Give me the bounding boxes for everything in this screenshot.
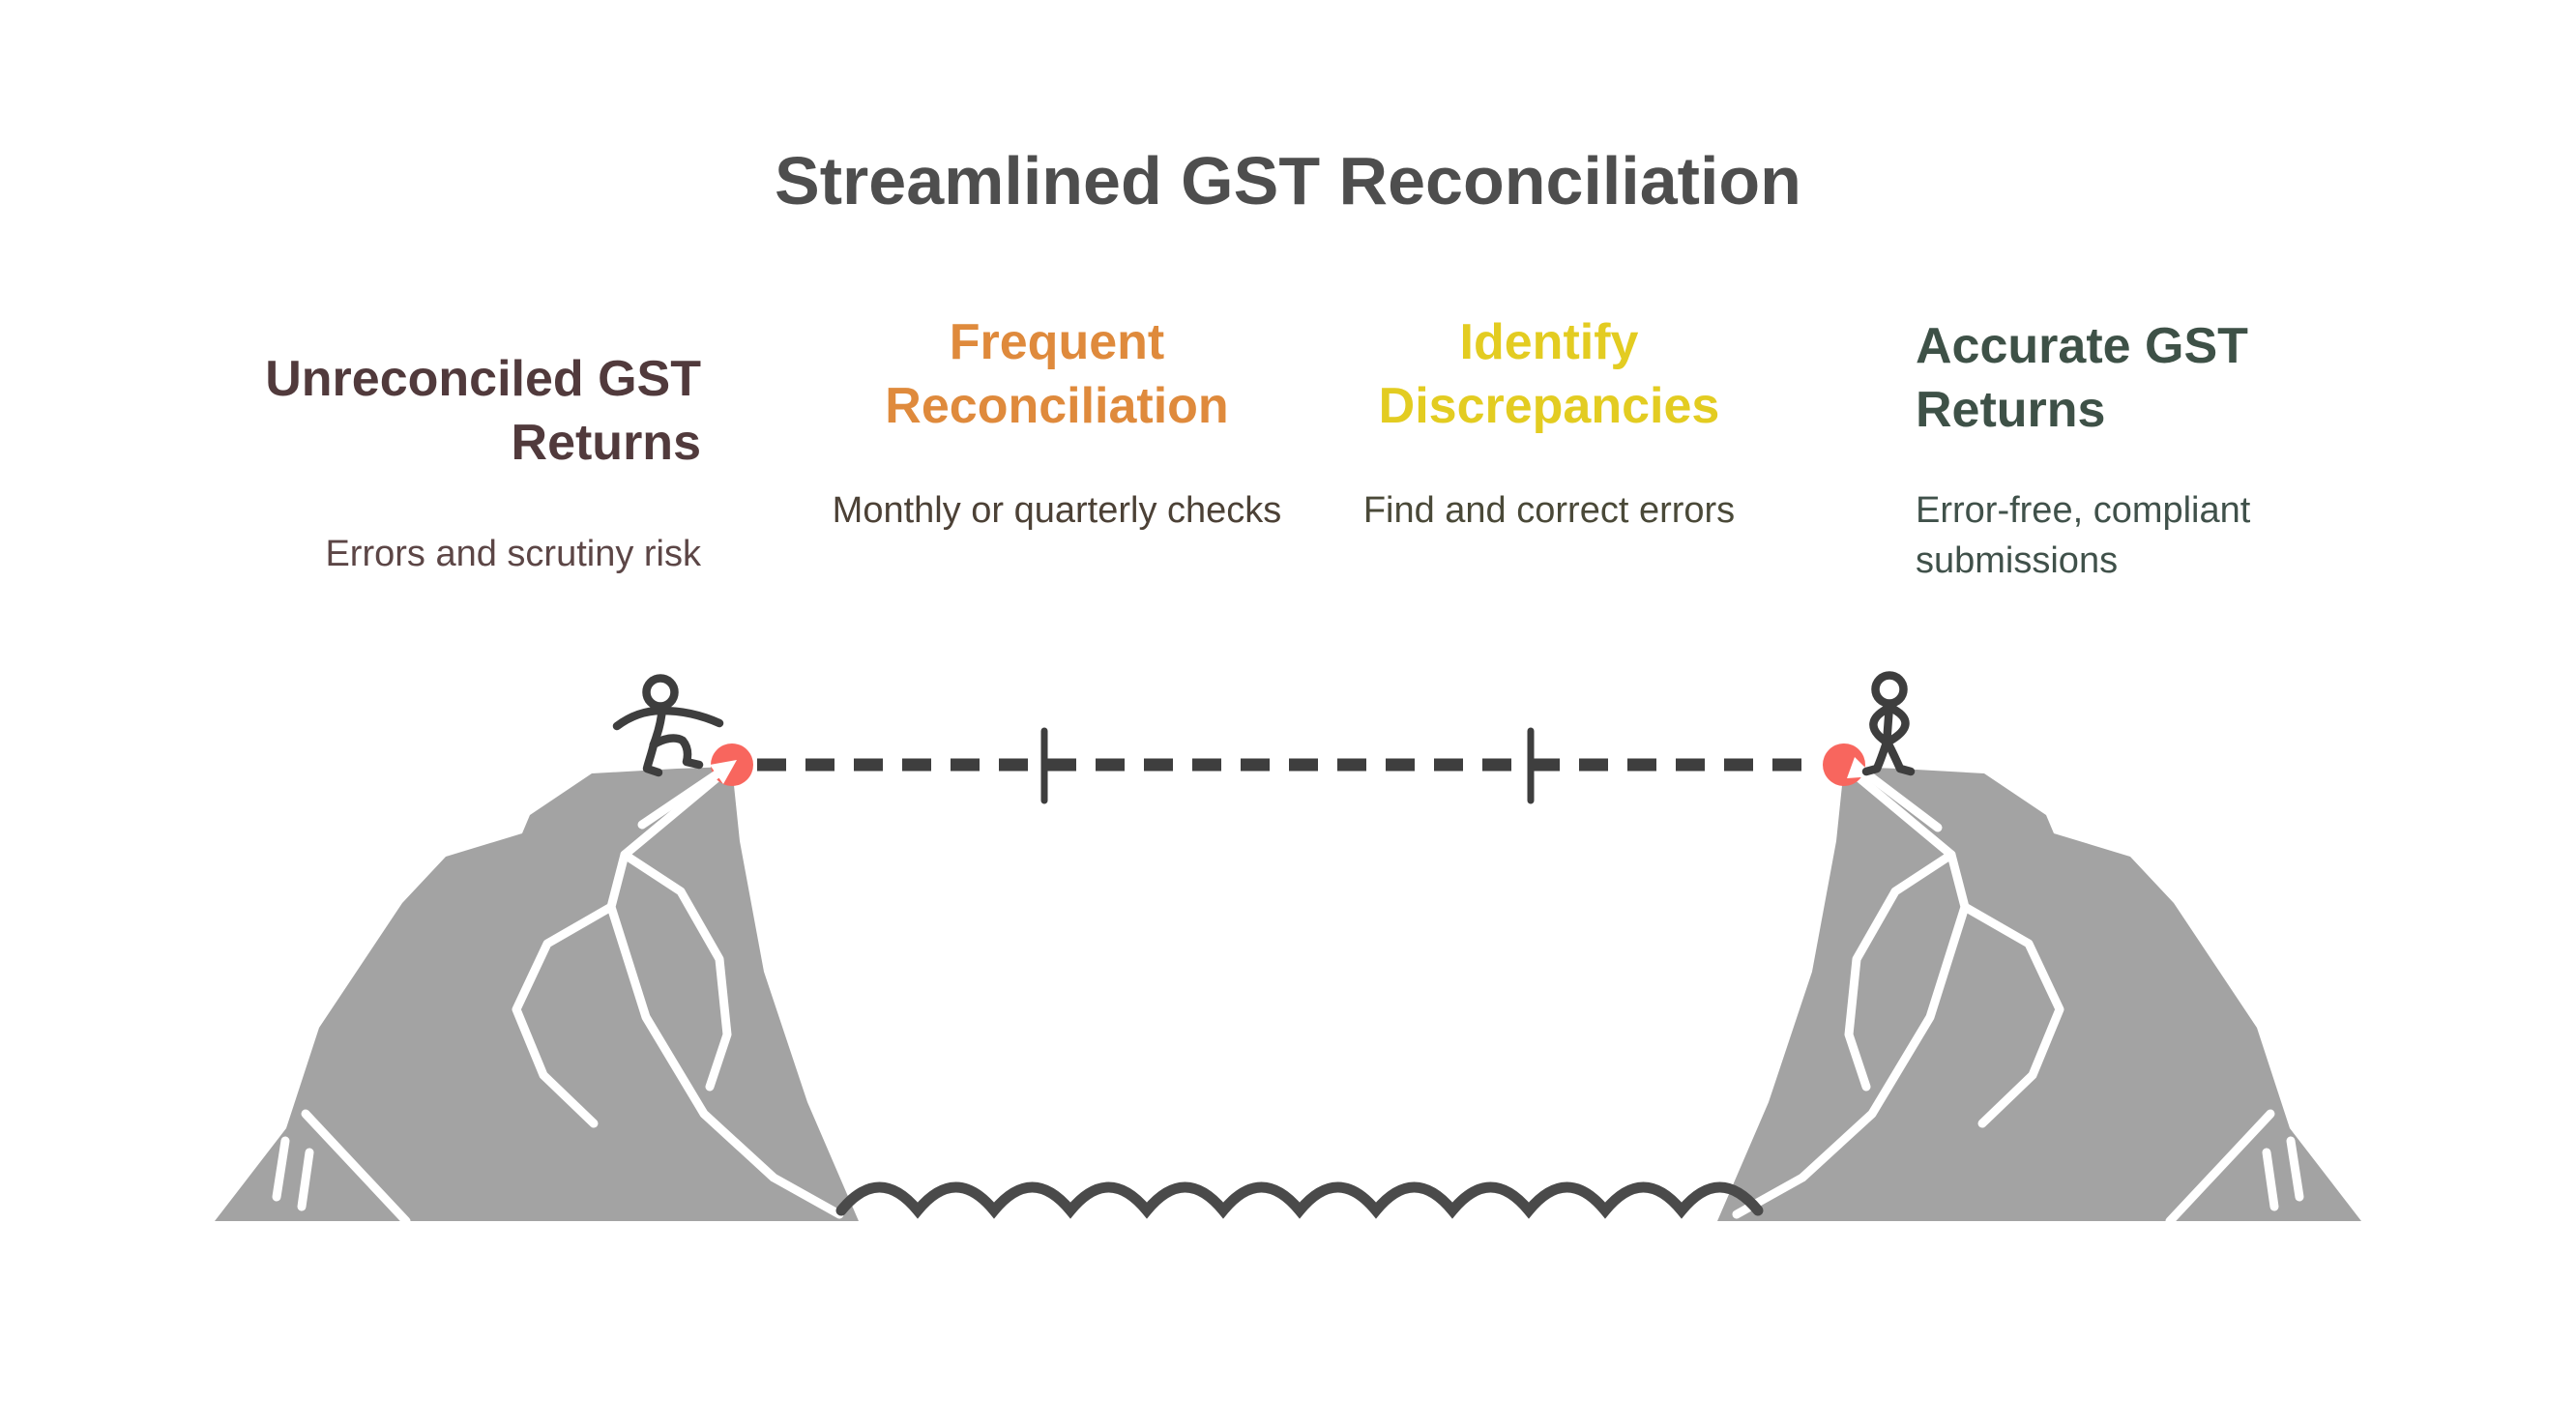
walking-stick-figure-icon [612,674,724,777]
stage-heading: Accurate GST Returns [1916,318,2248,438]
arrow-northeast-icon [637,770,721,830]
left-cliff [215,767,859,1221]
stage-unreconciled-returns: Unreconciled GST Returns Errors and scru… [174,348,701,579]
page-title: Streamlined GST Reconciliation [775,143,1801,219]
stage-heading: Unreconciled GST Returns [265,351,701,471]
stage-heading: Frequent Reconciliation [885,314,1229,434]
stage-accurate-returns: Accurate GST Returns Error-free, complia… [1916,315,2370,587]
start-marker-dot [637,743,753,830]
standing-stick-figure-icon [1861,671,1916,776]
stage-description: Errors and scrutiny risk [325,534,701,575]
stage-identify-discrepancies: Identify Discrepancies Find and correct … [1327,311,1771,536]
water-wave [835,1181,1764,1219]
stage-frequent-reconciliation: Frequent Reconciliation Monthly or quart… [815,311,1299,536]
rope-dashed-line [757,727,1821,804]
right-cliff [1717,767,2361,1221]
stage-description: Monthly or quarterly checks [832,490,1282,532]
stage-description: Find and correct errors [1362,490,1736,532]
stage-heading: Identify Discrepancies [1378,314,1720,434]
arrow-southeast-icon [1861,769,1943,832]
stage-description: Error-free, compliant submissions [1916,490,2251,582]
